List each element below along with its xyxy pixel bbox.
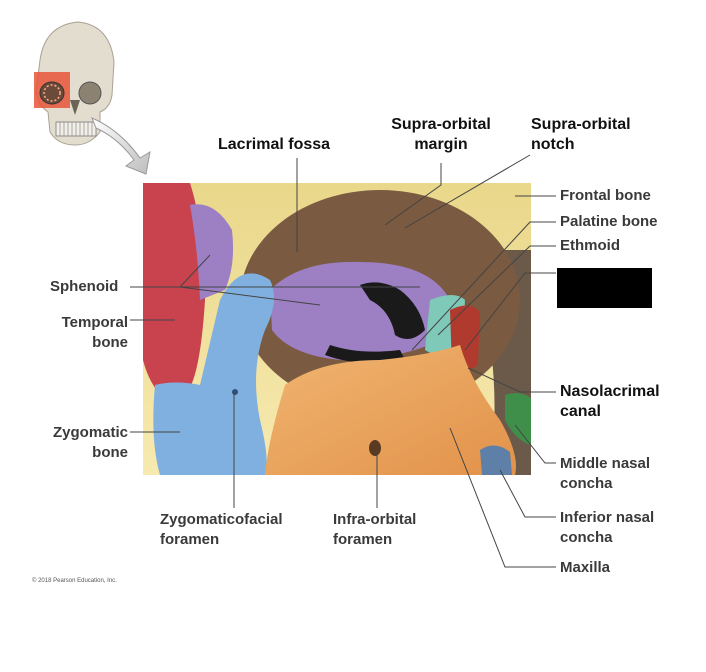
label-supraorbital-notch: Supra-orbital notch: [531, 115, 631, 155]
label-zygomaticofacial-foramen-line1: Zygomaticofacial: [160, 511, 283, 528]
orbit-illustration: [143, 183, 531, 475]
infraorbital-foramen-mark: [369, 440, 381, 456]
label-middle-nasal-concha: Middle nasal concha: [560, 454, 650, 494]
label-supraorbital-margin: Supra-orbital margin: [380, 115, 502, 155]
label-temporal-bone-line1: Temporal: [61, 314, 128, 331]
label-palatine-bone: Palatine bone: [560, 213, 658, 230]
label-middle-nasal-concha-line1: Middle nasal: [560, 455, 651, 472]
inferior-concha-region: [480, 445, 512, 475]
temporal-bone-region: [143, 183, 205, 395]
label-sphenoid: Sphenoid: [50, 278, 119, 295]
label-supraorbital-margin-line2: margin: [414, 136, 468, 153]
label-zygomatic-bone-line1: Zygomatic: [52, 424, 128, 441]
label-temporal-bone: Temporal bone: [30, 313, 128, 353]
sphenoid-wing-region: [190, 204, 234, 300]
label-inferior-nasal-concha: Inferior nasal concha: [560, 508, 654, 548]
label-inferior-nasal-concha-line2: concha: [560, 529, 613, 546]
label-zygomaticofacial-foramen-line2: foramen: [160, 531, 220, 548]
sphenoid-orbit-region: [270, 261, 450, 360]
label-lacrimal-fossa: Lacrimal fossa: [218, 136, 331, 153]
label-nasolacrimal-canal: Nasolacrimal canal: [560, 382, 660, 422]
label-ethmoid: Ethmoid: [560, 237, 620, 254]
label-inferior-nasal-concha-line1: Inferior nasal: [560, 509, 655, 526]
maxilla-region: [265, 345, 516, 475]
label-infraorbital-foramen-line1: Infra-orbital: [333, 511, 417, 528]
label-maxilla: Maxilla: [560, 559, 611, 576]
label-temporal-bone-line2: bone: [92, 334, 128, 351]
label-supraorbital-notch-line2: notch: [531, 136, 575, 153]
middle-concha-region: [505, 393, 531, 445]
label-zygomatic-bone-line2: bone: [92, 444, 128, 461]
label-infraorbital-foramen-line2: foramen: [333, 531, 393, 548]
label-supraorbital-margin-line1: Supra-orbital: [391, 116, 491, 133]
label-middle-nasal-concha-line2: concha: [560, 475, 613, 492]
leader-lines: [130, 154, 556, 568]
label-infraorbital-foramen: Infra-orbital foramen: [333, 510, 416, 550]
skull-thumbnail: [34, 21, 115, 146]
label-nasolacrimal-canal-line1: Nasolacrimal: [560, 383, 660, 400]
label-zygomatic-bone: Zygomatic bone: [30, 423, 128, 463]
label-frontal-bone: Frontal bone: [560, 187, 651, 204]
redacted-label-box: [557, 268, 652, 308]
copyright-notice: © 2018 Pearson Education, Inc.: [32, 578, 117, 584]
label-supraorbital-notch-line1: Supra-orbital: [531, 116, 631, 133]
label-zygomaticofacial-foramen: Zygomaticofacial foramen: [160, 510, 283, 550]
zygomatic-bone-region: [153, 273, 274, 475]
zygomaticofacial-foramen-mark: [232, 389, 238, 395]
pointer-arrow: [91, 117, 151, 175]
label-nasolacrimal-canal-line2: canal: [560, 403, 601, 420]
